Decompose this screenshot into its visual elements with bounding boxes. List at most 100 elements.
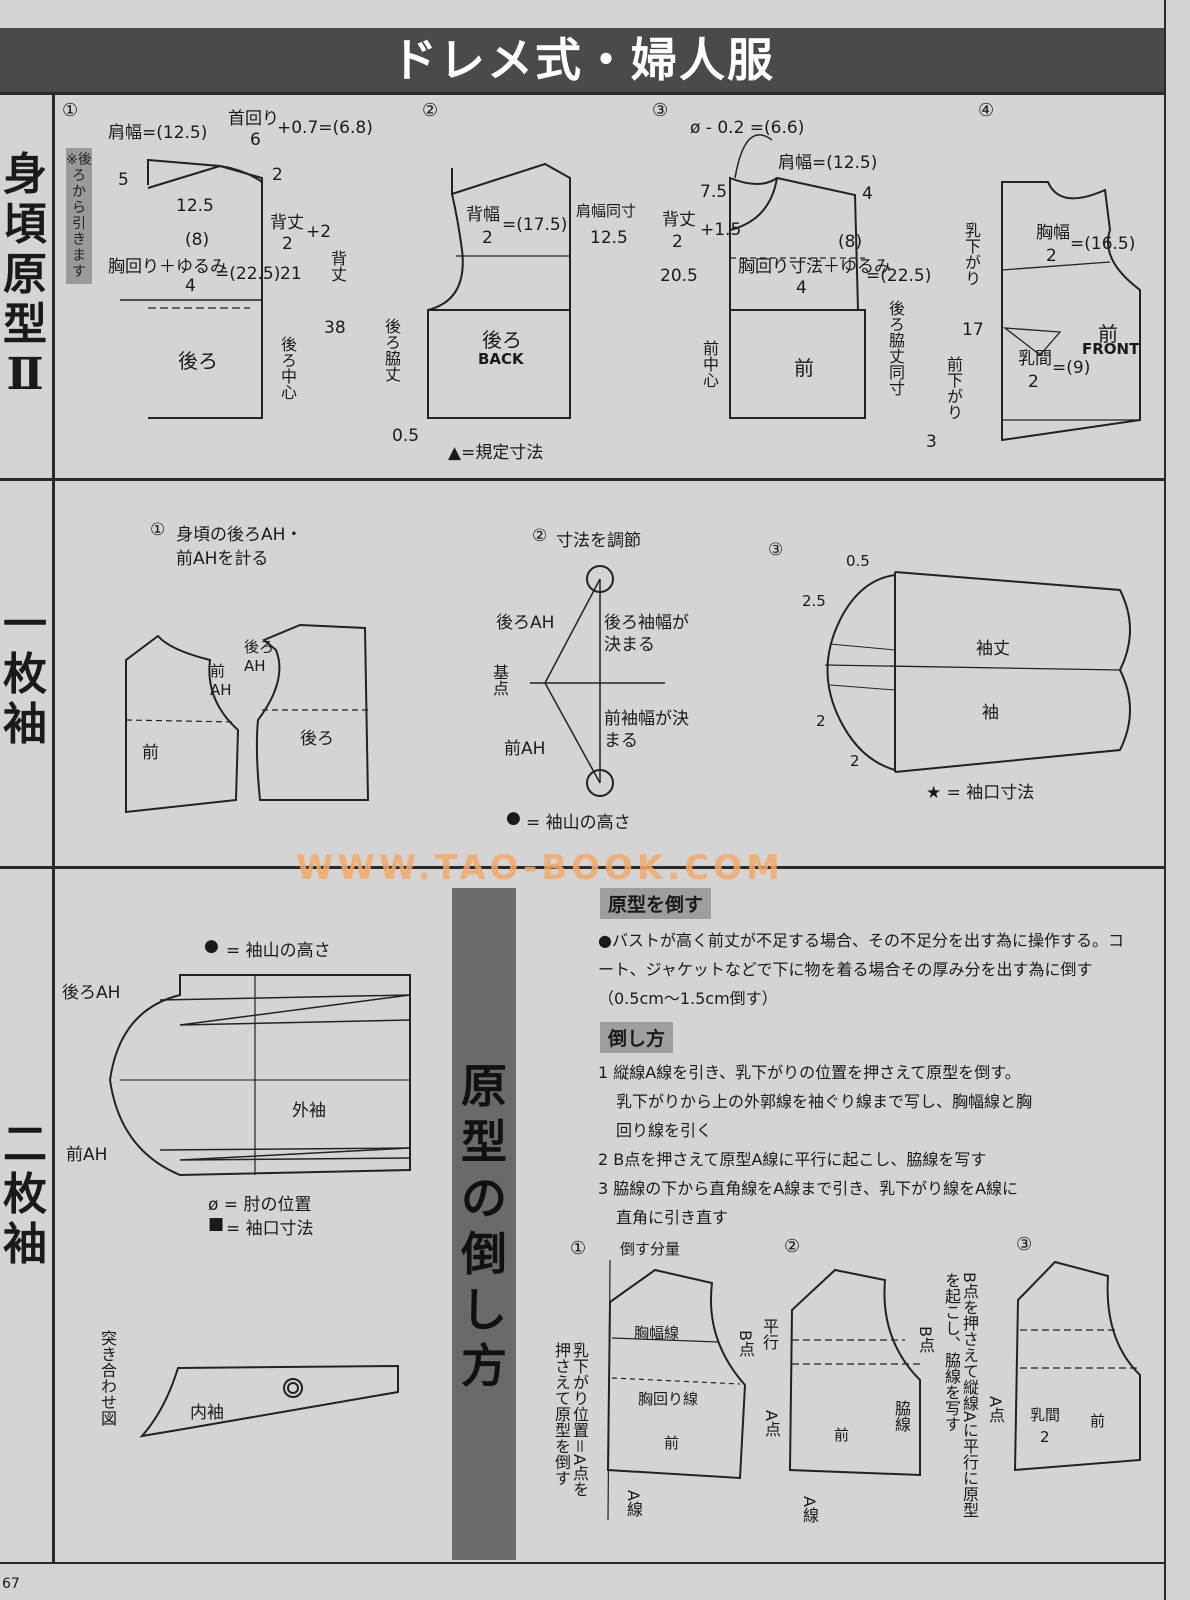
label: 倒す分量	[620, 1240, 681, 1258]
label: (8)	[185, 230, 210, 250]
label: 前AHを計る	[176, 549, 269, 569]
label: 後ろ中心	[278, 336, 297, 400]
label: 肩幅=(12.5)	[778, 153, 878, 173]
label: 前AH	[210, 662, 232, 699]
tilt-fig-3	[1013, 1260, 1141, 1472]
label: 胸回り線	[638, 1390, 699, 1408]
label: 胸回り＋ゆるみ	[108, 257, 227, 277]
section-label-bodice: 身頃原型Ⅱ	[3, 149, 47, 400]
label: =(22.5)	[215, 264, 281, 284]
label: =(22.5)	[866, 266, 932, 286]
step-text: 1 縦線A線を引き、乳下がりの位置を押さえて原型を倒す。	[598, 1063, 1021, 1082]
back-neck-curve	[219, 165, 263, 183]
sleeve-outline	[894, 571, 1131, 773]
label: 6	[250, 130, 261, 150]
subheading: 原型を倒す	[600, 888, 712, 919]
label: B点	[736, 1330, 755, 1357]
label: =(17.5)	[502, 215, 568, 235]
divider	[52, 92, 55, 1562]
label: 4	[796, 278, 807, 298]
label: 背丈	[662, 210, 696, 230]
label: 0.5	[846, 552, 870, 570]
tilt-title: 原型の倒し方	[461, 1059, 507, 1393]
label: 後ろAH	[62, 983, 121, 1003]
label: +2	[306, 222, 332, 242]
label: 前中心	[700, 340, 719, 388]
subheading: 倒し方	[600, 1022, 674, 1053]
bodice-back-sketch	[255, 623, 370, 801]
section-label-one-sleeve: 一枚袖	[3, 599, 47, 750]
tilt-fig-2	[788, 1268, 921, 1477]
label: 後ろ	[482, 328, 522, 352]
section-label-two-sleeve: 二枚袖	[3, 1119, 47, 1270]
label: 背幅	[466, 205, 500, 225]
label: 2	[1040, 1428, 1050, 1446]
label: 後ろ	[300, 729, 334, 749]
label: 2	[1028, 372, 1039, 392]
label: A点	[762, 1410, 781, 1437]
front-body-box	[729, 309, 866, 419]
label: 4	[185, 276, 196, 296]
label: 身頃の後ろAH・	[176, 525, 303, 545]
label: 20.5	[660, 266, 698, 286]
label: 脇線	[892, 1400, 911, 1432]
label: (8)	[838, 232, 863, 252]
label: 後ろ脇丈	[382, 318, 401, 382]
label: 胸幅	[1036, 223, 1070, 243]
label: 12.5	[590, 228, 628, 248]
label: 乳間	[1030, 1406, 1061, 1424]
step-number: ③	[652, 100, 669, 121]
label: 12.5	[176, 196, 214, 216]
label: 胸幅線	[634, 1324, 680, 1342]
label: 2	[816, 712, 826, 730]
label: B点	[916, 1326, 935, 1353]
step-text: 乳下がりから上の外郭線を袖ぐり線まで写し、胸幅線と胸	[616, 1092, 1033, 1111]
label: 外袖	[292, 1101, 326, 1121]
label: 前AH	[504, 739, 546, 759]
label: 前	[142, 743, 159, 763]
front-bodice-3	[729, 176, 860, 311]
label: ø - 0.2 =(6.6)	[690, 118, 805, 138]
label: = 袖山の高さ	[526, 813, 631, 833]
label: =(16.5)	[1070, 234, 1136, 254]
divider	[0, 1562, 1166, 1564]
label: 前下がり	[944, 356, 963, 420]
label: 2	[272, 165, 283, 185]
label: 乳間	[1018, 349, 1052, 369]
step-number: ②	[422, 100, 439, 121]
label: 2.5	[802, 592, 826, 610]
label: 袖	[982, 703, 999, 723]
divider	[1164, 0, 1166, 1600]
fig-number: ③	[1016, 1234, 1033, 1255]
tilt-fig-1	[606, 1268, 747, 1480]
step-text: 2 B点を押さえて原型A線に平行に起こし、脇線を写す	[598, 1150, 987, 1169]
page-number: 67	[2, 1576, 20, 1592]
step-number: ②	[532, 526, 548, 546]
legend: ▲=規定寸法	[448, 443, 544, 463]
label: 17	[962, 320, 984, 340]
label: 内袖	[190, 1403, 224, 1423]
label: 背丈	[270, 213, 304, 233]
divider	[0, 866, 1166, 869]
label: 21	[280, 264, 302, 284]
label: 2	[1046, 246, 1057, 266]
label: 乳下がり位置＝A点を押さえて原型を倒す	[552, 1342, 589, 1497]
label: 前	[834, 1426, 850, 1444]
label: 4	[862, 184, 873, 204]
label: 5	[118, 170, 129, 190]
bodice-front-sketch	[125, 634, 240, 814]
label: B点を押さえて縦線Aに平行に原型を起こし、脇線を写す	[942, 1272, 979, 1518]
label: 前	[664, 1434, 680, 1452]
label: = 袖口寸法	[226, 1219, 314, 1239]
note-tag: ※後ろから引きます	[66, 148, 92, 284]
step-number: ④	[978, 100, 995, 121]
label: = 袖山の高さ	[226, 941, 331, 961]
step-number: ①	[62, 100, 79, 121]
label: BACK	[478, 350, 524, 368]
back-bodice-2	[427, 162, 571, 419]
label: ●	[204, 936, 219, 956]
label: 2	[672, 232, 683, 252]
label: A点	[986, 1396, 1005, 1423]
label: +0.7=(6.8)	[277, 118, 373, 138]
